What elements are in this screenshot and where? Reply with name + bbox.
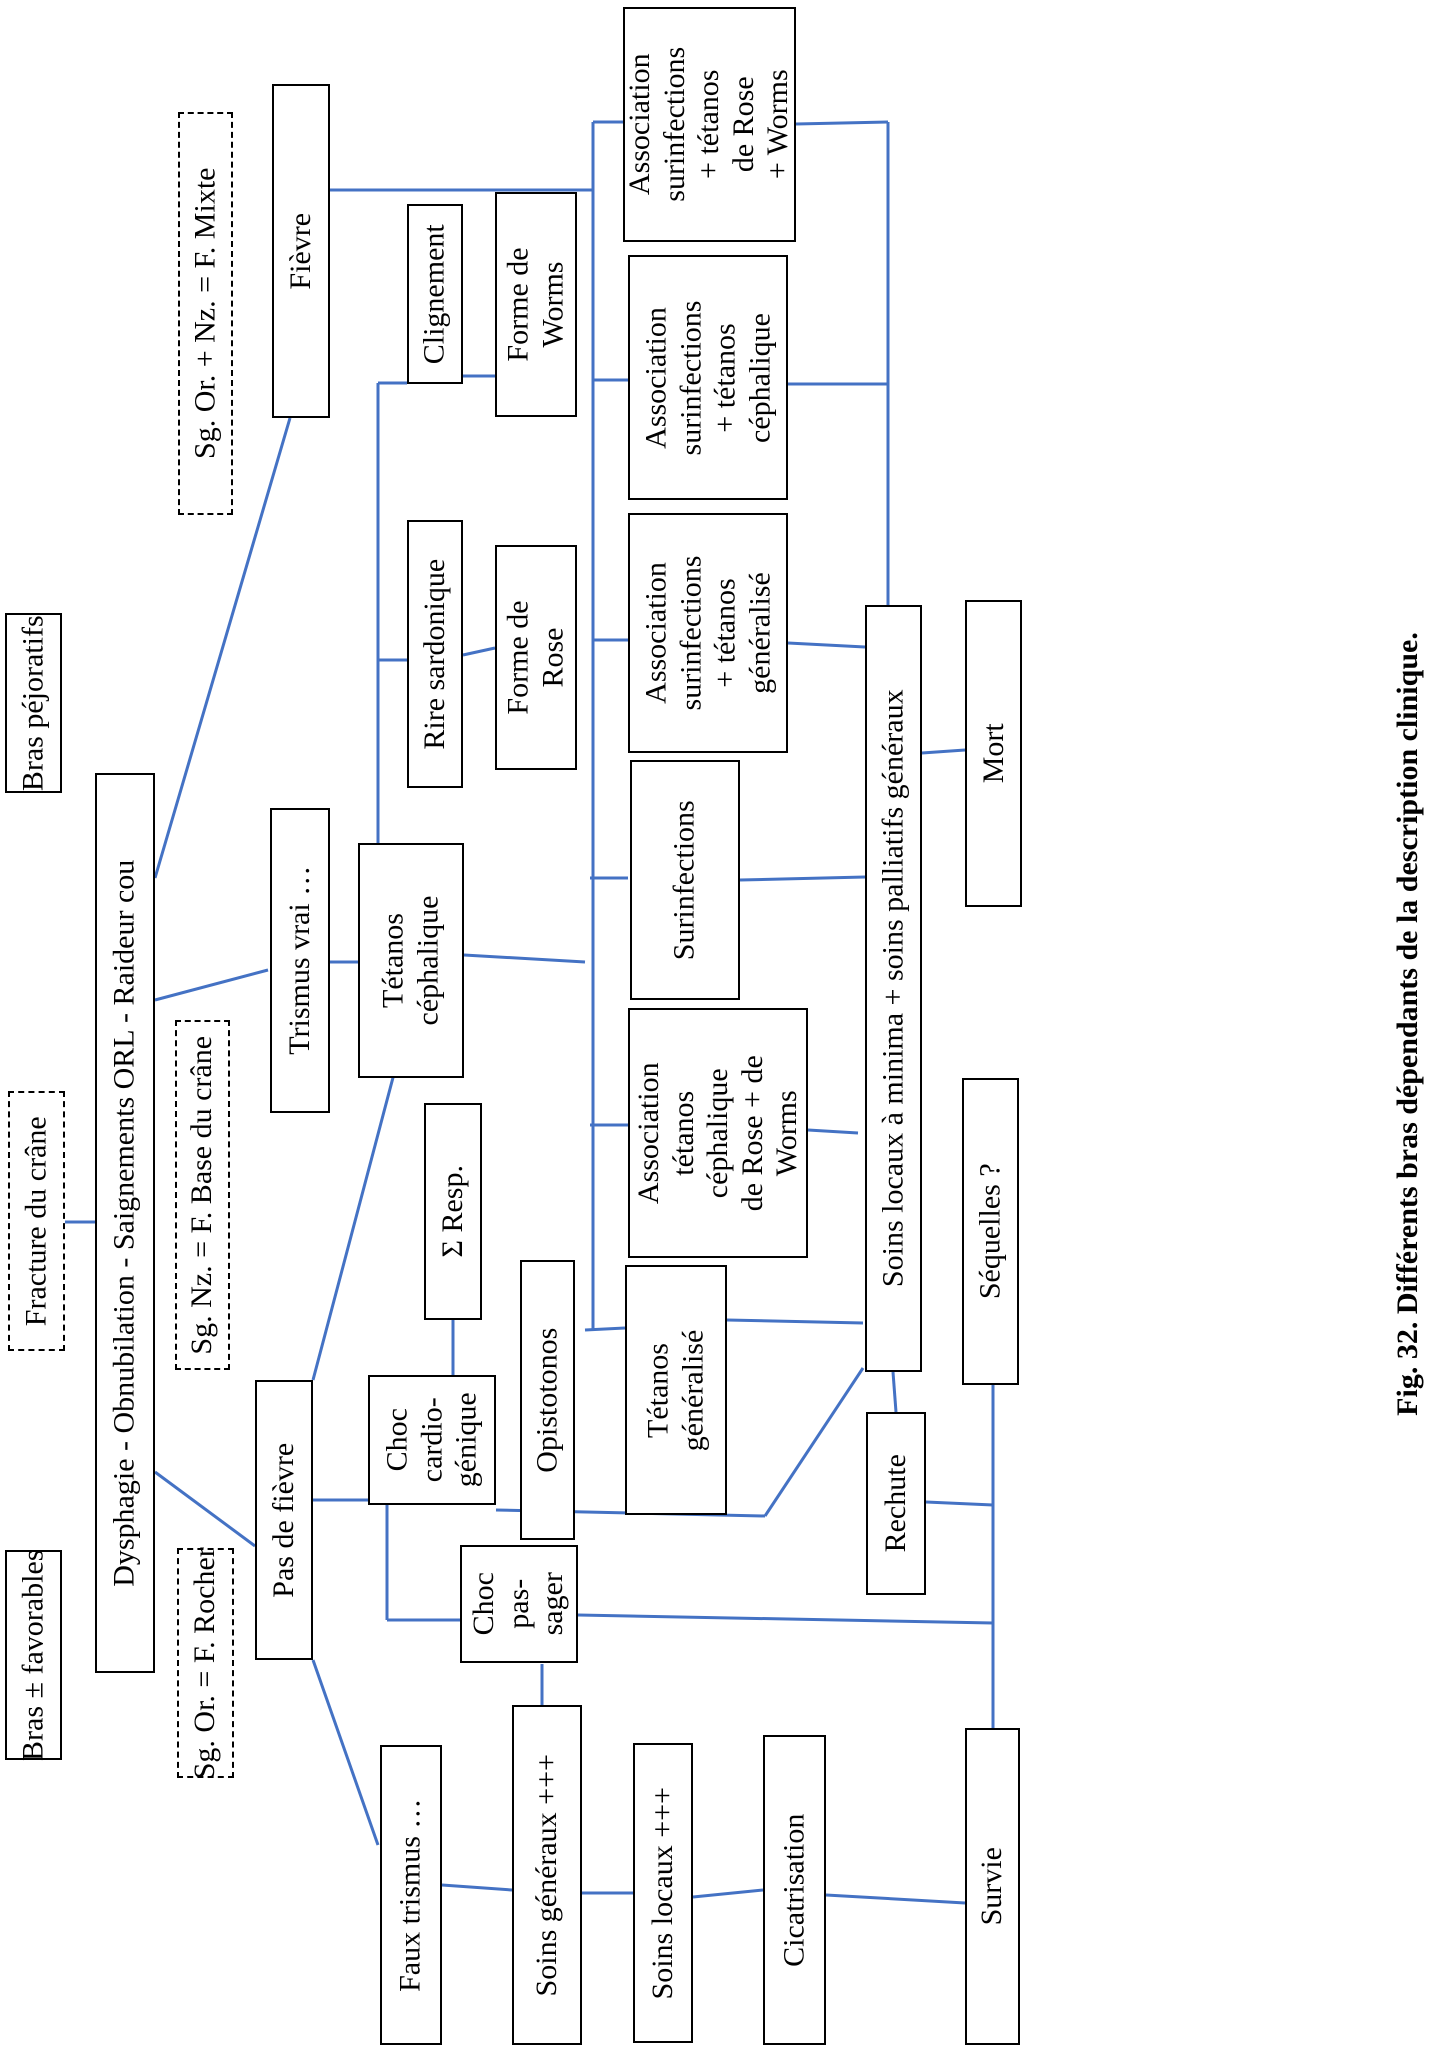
connector xyxy=(921,748,966,755)
label-soins-generaux: Soins généraux +++ xyxy=(529,1753,563,1997)
box-soins-generaux: Soins généraux +++ xyxy=(512,1705,582,2045)
connector xyxy=(154,1470,256,1548)
label-fracture-crane: Fracture du crâne xyxy=(19,1116,53,1326)
box-faux-trismus: Faux trismus … xyxy=(380,1745,442,2045)
label-sg-nz-base: Sg. Nz. = F. Base du crâne xyxy=(185,1035,219,1355)
connector xyxy=(311,1659,380,1846)
label-assoc-surinf-generalise: Association surinfections + tétanos géné… xyxy=(639,555,776,711)
connector xyxy=(462,646,496,657)
label-choc-cardio: Choc cardio- génique xyxy=(380,1392,483,1488)
label-opistotonos: Opistotonos xyxy=(530,1327,564,1473)
label-forme-worms: Forme de Worms xyxy=(501,247,570,362)
box-choc-cardio: Choc cardio- génique xyxy=(368,1375,496,1505)
connector xyxy=(154,968,269,1002)
box-choc-passager: Choc pas- sager xyxy=(460,1545,578,1663)
box-rechute: Rechute xyxy=(866,1412,926,1595)
connector xyxy=(726,1318,864,1325)
label-pas-de-fievre: Pas de fièvre xyxy=(266,1442,300,1598)
label-sequelles: Séquelles ? xyxy=(973,1163,1007,1300)
label-soins-locaux: Soins locaux +++ xyxy=(645,1786,679,2000)
box-forme-worms: Forme de Worms xyxy=(495,192,577,417)
label-tetanos-cephalique: Tétanos céphalique xyxy=(376,895,445,1026)
connector xyxy=(891,1371,898,1413)
box-surinfections: Surinfections xyxy=(630,760,740,1000)
label-rire-sardonique: Rire sardonique xyxy=(417,558,451,750)
label-mort: Mort xyxy=(976,723,1010,784)
box-cicatrisation: Cicatrisation xyxy=(763,1735,826,2045)
box-sg-nz-base: Sg. Nz. = F. Base du crâne xyxy=(175,1020,230,1370)
box-assoc-surinf-cephalique: Association surinfections + tétanos céph… xyxy=(628,255,788,500)
box-assoc-surinf-rose-worms: Association surinfections + tétanos de R… xyxy=(623,7,796,242)
box-fievre: Fièvre xyxy=(272,84,330,418)
box-tetanos-cephalique: Tétanos céphalique xyxy=(358,843,464,1078)
box-dysphagie: Dysphagie - Obnubilation - Saignements O… xyxy=(95,773,155,1673)
connector xyxy=(795,120,889,126)
connector xyxy=(739,875,866,882)
label-bras-favorables: Bras ± favorables xyxy=(16,1549,50,1761)
box-tetanos-generalise: Tétanos généralisé xyxy=(625,1265,727,1515)
label-sg-or-rocher: Sg. Or. = F. Rocher xyxy=(188,1546,222,1780)
label-bras-pejoratifs: Bras péjoratifs xyxy=(16,615,50,791)
label-faux-trismus: Faux trismus … xyxy=(393,1798,427,1992)
label-assoc-surinf-rose-worms: Association surinfections + tétanos de R… xyxy=(623,47,795,202)
box-pas-de-fievre: Pas de fièvre xyxy=(255,1380,313,1660)
figure-caption: Fig. 32. Différents bras dépendants de l… xyxy=(1391,632,1424,1416)
box-sigma-resp: Σ Resp. xyxy=(424,1103,482,1320)
label-tetanos-generalise: Tétanos généralisé xyxy=(641,1329,710,1451)
label-clignement: Clignement xyxy=(417,224,451,364)
connector xyxy=(577,1613,994,1625)
connector xyxy=(692,1888,764,1899)
connector xyxy=(153,417,292,879)
box-sequelles: Séquelles ? xyxy=(962,1078,1019,1385)
label-trismus-vrai: Trismus vrai … xyxy=(282,866,316,1055)
label-choc-passager: Choc pas- sager xyxy=(467,1572,570,1636)
connector xyxy=(311,1069,397,1381)
box-clignement: Clignement xyxy=(407,204,463,384)
connector xyxy=(925,1500,994,1507)
connector xyxy=(584,1326,626,1332)
box-bras-favorables: Bras ± favorables xyxy=(5,1549,62,1761)
connector xyxy=(807,1128,859,1135)
label-forme-rose: Forme de Rose xyxy=(501,600,570,715)
label-dysphagie: Dysphagie - Obnubilation - Saignements O… xyxy=(107,859,141,1587)
box-survie: Survie xyxy=(965,1728,1020,2045)
box-rire-sardonique: Rire sardonique xyxy=(407,520,463,788)
box-forme-rose: Forme de Rose xyxy=(495,545,577,770)
connector xyxy=(441,1883,513,1892)
label-soins-palliatifs: Soins locaux à minima + soins palliatifs… xyxy=(876,689,910,1288)
label-assoc-surinf-cephalique: Association surinfections + tétanos céph… xyxy=(639,300,776,455)
label-rechute: Rechute xyxy=(878,1454,912,1553)
label-cicatrisation: Cicatrisation xyxy=(777,1813,811,1967)
connector xyxy=(763,1367,865,1517)
label-surinfections: Surinfections xyxy=(667,800,701,960)
box-sg-or-rocher: Sg. Or. = F. Rocher xyxy=(177,1546,234,1780)
box-bras-pejoratifs: Bras péjoratifs xyxy=(5,613,62,793)
label-fievre: Fièvre xyxy=(283,212,317,290)
box-sg-mixte: Sg. Or. + Nz. = F. Mixte xyxy=(178,112,233,515)
label-sg-mixte: Sg. Or. + Nz. = F. Mixte xyxy=(188,167,222,460)
connector xyxy=(825,1893,966,1905)
label-survie: Survie xyxy=(975,1847,1009,1926)
connector xyxy=(787,641,866,649)
label-assoc-rose-worms: Association tétanos céphalique de Rose +… xyxy=(631,1054,803,1212)
connector xyxy=(463,953,586,964)
box-mort: Mort xyxy=(965,600,1022,907)
box-assoc-rose-worms: Association tétanos céphalique de Rose +… xyxy=(628,1008,808,1258)
box-assoc-surinf-generalise: Association surinfections + tétanos géné… xyxy=(628,513,788,753)
label-sigma-resp: Σ Resp. xyxy=(435,1165,469,1258)
box-soins-palliatifs: Soins locaux à minima + soins palliatifs… xyxy=(865,605,922,1372)
box-soins-locaux: Soins locaux +++ xyxy=(633,1743,693,2043)
box-trismus-vrai: Trismus vrai … xyxy=(270,808,330,1113)
box-fracture-crane: Fracture du crâne xyxy=(8,1091,65,1351)
box-opistotonos: Opistotonos xyxy=(520,1260,575,1540)
